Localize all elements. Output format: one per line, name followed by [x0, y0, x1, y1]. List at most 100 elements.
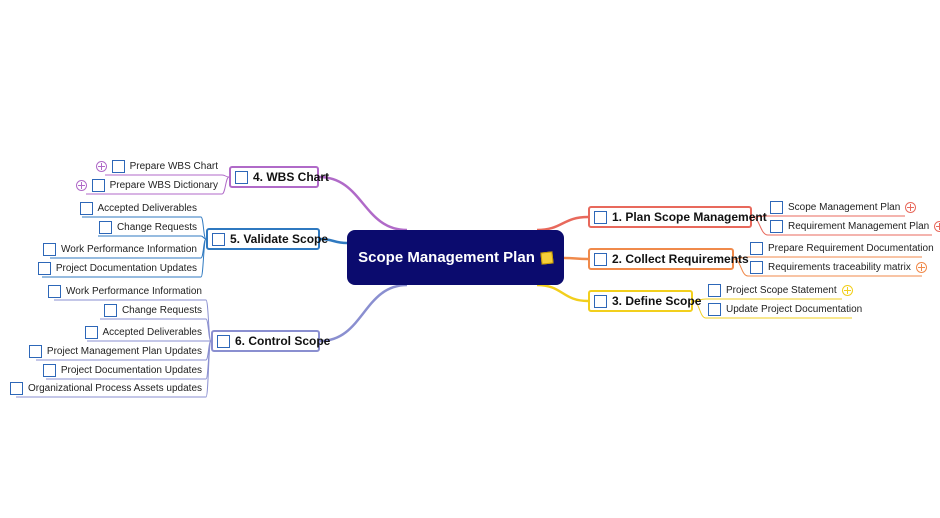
checkbox-icon[interactable]: [111, 159, 125, 173]
topic-b1[interactable]: 1. Plan Scope Management: [588, 206, 767, 228]
topic-label: 3. Define Scope: [612, 294, 702, 308]
topic-label: 6. Control Scope: [235, 334, 331, 348]
expand-plus-icon[interactable]: [905, 201, 917, 213]
checkbox-icon[interactable]: [594, 294, 607, 308]
checkbox-icon[interactable]: [98, 220, 112, 234]
branch-connector: [319, 283, 408, 343]
leaf-item[interactable]: Change Requests: [103, 302, 202, 318]
leaf-item[interactable]: Prepare WBS Chart: [95, 158, 218, 174]
central-topic[interactable]: Scope Management Plan: [347, 230, 564, 285]
checkbox-icon[interactable]: [28, 344, 42, 358]
checkbox-icon[interactable]: [594, 252, 607, 266]
leaf-label: Update Project Documentation: [726, 303, 863, 315]
leaf-connector: [82, 216, 207, 240]
branch-connector: [319, 237, 348, 245]
leaf-label: Organizational Process Assets updates: [28, 382, 202, 394]
expand-plus-icon[interactable]: [841, 284, 853, 296]
leaf-item[interactable]: Project Documentation Updates: [42, 362, 202, 378]
branch-connector: [536, 215, 589, 232]
checkbox-icon[interactable]: [708, 302, 721, 316]
leaf-label: Prepare WBS Dictionary: [109, 179, 218, 191]
leaf-item[interactable]: Prepare Requirement Documentation: [750, 240, 934, 256]
leaf-label: Project Scope Statement: [726, 284, 837, 296]
leaf-item[interactable]: Requirements traceability matrix: [750, 259, 927, 275]
topic-b4[interactable]: 4. WBS Chart: [229, 166, 329, 188]
leaf-item[interactable]: Organizational Process Assets updates: [10, 380, 202, 396]
leaf-item[interactable]: Requirement Management Plan: [770, 218, 940, 234]
checkbox-icon[interactable]: [217, 334, 230, 348]
topic-label: 5. Validate Scope: [230, 232, 329, 246]
leaf-label: Project Documentation Updates: [55, 262, 197, 274]
leaf-connector: [692, 298, 842, 302]
topic-b3[interactable]: 3. Define Scope: [588, 290, 701, 312]
checkbox-icon[interactable]: [212, 232, 225, 246]
topic-b5[interactable]: 5. Validate Scope: [206, 228, 328, 250]
leaf-connector: [98, 235, 207, 240]
leaf-connector: [86, 176, 230, 195]
leaf-item[interactable]: Work Performance Information: [48, 283, 202, 299]
leaf-connector: [733, 258, 922, 277]
leaf-label: Scope Management Plan: [788, 201, 901, 213]
leaf-label: Work Performance Information: [61, 243, 197, 255]
leaf-label: Requirements traceability matrix: [768, 261, 911, 273]
leaf-item[interactable]: Accepted Deliverables: [84, 324, 203, 340]
checkbox-icon[interactable]: [235, 170, 248, 184]
leaf-item[interactable]: Project Management Plan Updates: [28, 343, 202, 359]
leaf-label: Change Requests: [121, 304, 202, 316]
checkbox-icon[interactable]: [43, 242, 57, 256]
expand-plus-icon[interactable]: [915, 261, 927, 273]
checkbox-icon[interactable]: [37, 261, 51, 275]
leaf-item[interactable]: Scope Management Plan: [770, 199, 917, 215]
checkbox-icon[interactable]: [770, 200, 783, 214]
checkbox-icon[interactable]: [594, 210, 607, 224]
branch-connector: [536, 283, 589, 303]
leaf-label: Prepare Requirement Documentation: [768, 242, 934, 254]
checkbox-icon[interactable]: [48, 284, 62, 298]
leaf-connector: [100, 318, 212, 342]
central-topic-label: Scope Management Plan: [358, 249, 535, 266]
leaf-item[interactable]: Work Performance Information: [43, 241, 197, 257]
note-icon: [540, 250, 554, 265]
topic-label: 4. WBS Chart: [253, 170, 330, 184]
leaf-label: Project Documentation Updates: [60, 364, 202, 376]
leaf-connector: [751, 215, 905, 218]
leaf-connector: [733, 256, 922, 260]
topic-b6[interactable]: 6. Control Scope: [211, 330, 330, 352]
leaf-item[interactable]: Update Project Documentation: [708, 301, 862, 317]
expand-plus-icon[interactable]: [95, 160, 107, 172]
leaf-connector: [751, 216, 932, 236]
checkbox-icon[interactable]: [103, 303, 117, 317]
leaf-label: Work Performance Information: [66, 285, 202, 297]
leaf-label: Project Management Plan Updates: [46, 345, 202, 357]
expand-plus-icon[interactable]: [934, 220, 940, 232]
checkbox-icon[interactable]: [91, 178, 105, 192]
branch-connector: [563, 256, 589, 261]
checkbox-icon[interactable]: [84, 325, 98, 339]
leaf-connector: [16, 340, 212, 398]
leaf-item[interactable]: Prepare WBS Dictionary: [75, 177, 218, 193]
checkbox-icon[interactable]: [750, 241, 763, 255]
leaf-label: Change Requests: [116, 221, 197, 233]
leaf-item[interactable]: Project Documentation Updates: [37, 260, 197, 276]
expand-plus-icon[interactable]: [75, 179, 87, 191]
leaf-item[interactable]: Project Scope Statement: [708, 282, 853, 298]
leaf-connector: [42, 238, 207, 278]
checkbox-icon[interactable]: [10, 381, 24, 395]
checkbox-icon[interactable]: [750, 260, 763, 274]
leaf-label: Accepted Deliverables: [97, 202, 198, 214]
topic-b2[interactable]: 2. Collect Requirements: [588, 248, 749, 270]
checkbox-icon[interactable]: [770, 219, 783, 233]
checkbox-icon[interactable]: [708, 283, 721, 297]
checkbox-icon[interactable]: [79, 201, 93, 215]
leaf-item[interactable]: Change Requests: [98, 219, 197, 235]
branch-connector: [318, 175, 408, 232]
leaf-connector: [105, 174, 230, 178]
leaf-item[interactable]: Accepted Deliverables: [79, 200, 198, 216]
leaf-label: Prepare WBS Chart: [129, 160, 218, 172]
leaf-connector: [692, 300, 852, 319]
leaf-label: Accepted Deliverables: [102, 326, 203, 338]
topic-label: 1. Plan Scope Management: [612, 210, 767, 224]
topic-label: 2. Collect Requirements: [612, 252, 749, 266]
checkbox-icon[interactable]: [42, 363, 56, 377]
